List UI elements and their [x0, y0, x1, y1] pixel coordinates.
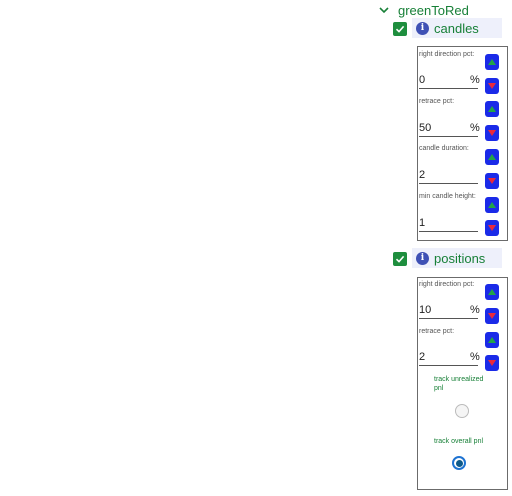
positions-right-direction-increment-button[interactable]	[485, 284, 499, 300]
arrow-down-icon	[488, 225, 496, 231]
track-unrealized-pnl-radio[interactable]	[455, 404, 469, 418]
info-icon[interactable]: i	[416, 251, 429, 265]
candles-section-label: candles	[434, 20, 479, 36]
candles-min-height-input[interactable]: 1	[419, 217, 478, 232]
candles-section-header[interactable]: i candles	[412, 18, 502, 38]
candles-retrace-input[interactable]: 50 %	[419, 122, 480, 137]
candles-right-direction-input[interactable]: 0 %	[419, 74, 480, 89]
positions-retrace-label: retrace pct:	[419, 328, 455, 335]
positions-retrace-decrement-button[interactable]	[485, 355, 499, 371]
positions-right-direction-input[interactable]: 10 %	[419, 304, 480, 319]
arrow-up-icon	[488, 154, 496, 160]
candles-duration-input[interactable]: 2	[419, 169, 478, 184]
candles-retrace-decrement-button[interactable]	[485, 125, 499, 141]
check-icon	[395, 255, 405, 263]
candles-min-height-decrement-button[interactable]	[485, 220, 499, 236]
candles-duration-label: candle duration:	[419, 145, 469, 152]
positions-retrace-increment-button[interactable]	[485, 332, 499, 348]
positions-right-direction-label: right direction pct:	[419, 281, 475, 288]
positions-retrace-input[interactable]: 2 %	[419, 351, 480, 366]
arrow-up-icon	[488, 337, 496, 343]
positions-section-header[interactable]: i positions	[412, 248, 502, 268]
tree-node-header[interactable]: greenToRed	[378, 2, 469, 18]
arrow-down-icon	[488, 313, 496, 319]
tree-node-title: greenToRed	[398, 2, 469, 18]
arrow-up-icon	[488, 289, 496, 295]
arrow-down-icon	[488, 178, 496, 184]
candles-right-direction-increment-button[interactable]	[485, 54, 499, 70]
chevron-down-icon[interactable]	[378, 4, 390, 16]
check-icon	[395, 25, 405, 33]
radio-selected-dot	[455, 459, 463, 467]
candles-retrace-label: retrace pct:	[419, 98, 455, 105]
track-unrealized-pnl-label: track unrealized pnl	[434, 376, 484, 392]
candles-checkbox[interactable]	[393, 22, 407, 36]
positions-section-label: positions	[434, 250, 486, 266]
arrow-up-icon	[488, 106, 496, 112]
candles-retrace-increment-button[interactable]	[485, 101, 499, 117]
track-overall-pnl-label: track overall pnl	[434, 438, 484, 445]
candles-right-direction-decrement-button[interactable]	[485, 78, 499, 94]
positions-checkbox[interactable]	[393, 252, 407, 266]
candles-min-height-label: min candle height:	[419, 193, 476, 200]
arrow-down-icon	[488, 130, 496, 136]
track-overall-pnl-radio[interactable]	[452, 456, 466, 470]
candles-duration-decrement-button[interactable]	[485, 173, 499, 189]
arrow-up-icon	[488, 59, 496, 65]
candles-duration-increment-button[interactable]	[485, 149, 499, 165]
positions-right-direction-decrement-button[interactable]	[485, 308, 499, 324]
arrow-down-icon	[488, 83, 496, 89]
candles-right-direction-label: right direction pct:	[419, 51, 475, 58]
candles-min-height-increment-button[interactable]	[485, 197, 499, 213]
arrow-down-icon	[488, 360, 496, 366]
info-icon[interactable]: i	[416, 21, 429, 35]
arrow-up-icon	[488, 202, 496, 208]
